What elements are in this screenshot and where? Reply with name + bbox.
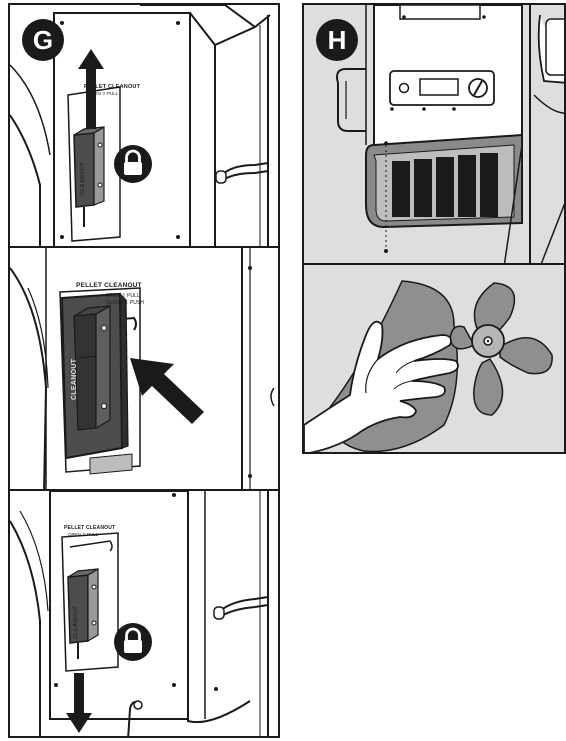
step-h-badge: H (316, 19, 358, 61)
cleanout-slider-label-3: CLEANOUT (73, 606, 79, 639)
cleanout-placard-subtitle-3: OPEN ⇧ PULL (68, 532, 98, 538)
padlock-icon (114, 145, 152, 183)
arrow-up-icon (76, 49, 106, 129)
cleanout-placard-title-2: PELLET CLEANOUT (76, 282, 142, 289)
arrow-push-icon (130, 358, 204, 424)
cleanout-slider-label: CLEANOUT (80, 162, 86, 195)
step-g-panel-push: PELLET CLEANOUT OPEN ⇧ PULL CLOSE ⇩ PUSH… (8, 246, 280, 491)
cleanout-slider-label-2: CLEANOUT (71, 359, 78, 400)
step-g-badge: G (22, 19, 64, 61)
cleanout-placard-open-text: OPEN ⇧ PULL (106, 293, 140, 299)
cleanout-placard-close-text: CLOSE ⇩ PUSH (106, 300, 144, 306)
fan-cleaning-illustration (304, 265, 566, 454)
grill-side-closed-illustration (10, 491, 280, 738)
step-h-panel-controller: H (302, 3, 566, 265)
step-g-panel-closed: PELLET CLEANOUT OPEN ⇧ PULL CLEANOUT (8, 489, 280, 738)
step-g-panel-open: G PELLET CLEANOUT OPEN ⇧ PULL CLEANOUT (8, 3, 280, 248)
padlock-icon (114, 623, 152, 661)
step-h-panel-fan (302, 263, 566, 454)
cleanout-placard-title-3: PELLET CLEANOUT (64, 525, 115, 531)
arrow-down-icon (64, 673, 94, 733)
vent-grille (392, 153, 498, 217)
